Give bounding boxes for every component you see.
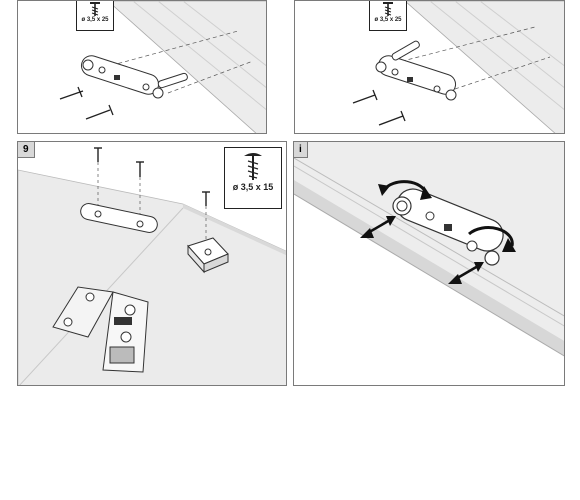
screw-spec-box: ø 3,5 x 15 bbox=[224, 147, 282, 209]
screw-icon bbox=[136, 161, 144, 177]
screw-spec-text: ø 3,5 x 15 bbox=[232, 182, 274, 192]
screw-icon bbox=[90, 2, 100, 16]
rotate-arrow-icon bbox=[378, 180, 432, 200]
step-9-illustration bbox=[18, 147, 286, 385]
panel-top-left: ø 3,5 x 25 bbox=[17, 0, 267, 134]
screw-icon bbox=[244, 153, 262, 180]
screw-spec-box: ø 3,5 x 25 bbox=[369, 1, 407, 31]
screw-icon bbox=[94, 147, 102, 162]
step-number: 9 bbox=[18, 142, 35, 158]
info-illustration bbox=[294, 142, 564, 357]
info-label: i bbox=[294, 142, 308, 158]
screw-icon bbox=[352, 89, 378, 104]
screw-icon bbox=[378, 110, 406, 126]
panel-step-9: 9 ø 3,5 x 15 bbox=[17, 141, 287, 386]
double-arrow-icon bbox=[448, 262, 484, 284]
screw-spec-text: ø 3,5 x 25 bbox=[81, 17, 109, 23]
screw-icon bbox=[59, 86, 84, 100]
top-right-illustration bbox=[352, 1, 564, 133]
screw-icon bbox=[202, 191, 210, 206]
screw-spec-box: ø 3,5 x 25 bbox=[76, 1, 114, 31]
screw-icon bbox=[383, 2, 393, 16]
rotate-arrow-icon bbox=[467, 226, 516, 252]
screw-icon bbox=[85, 104, 114, 120]
panel-top-right: ø 3,5 x 25 bbox=[294, 0, 565, 134]
panel-info: i bbox=[293, 141, 565, 386]
top-left-illustration bbox=[59, 1, 266, 133]
screw-spec-text: ø 3,5 x 25 bbox=[374, 17, 402, 23]
double-arrow-icon bbox=[360, 216, 396, 238]
